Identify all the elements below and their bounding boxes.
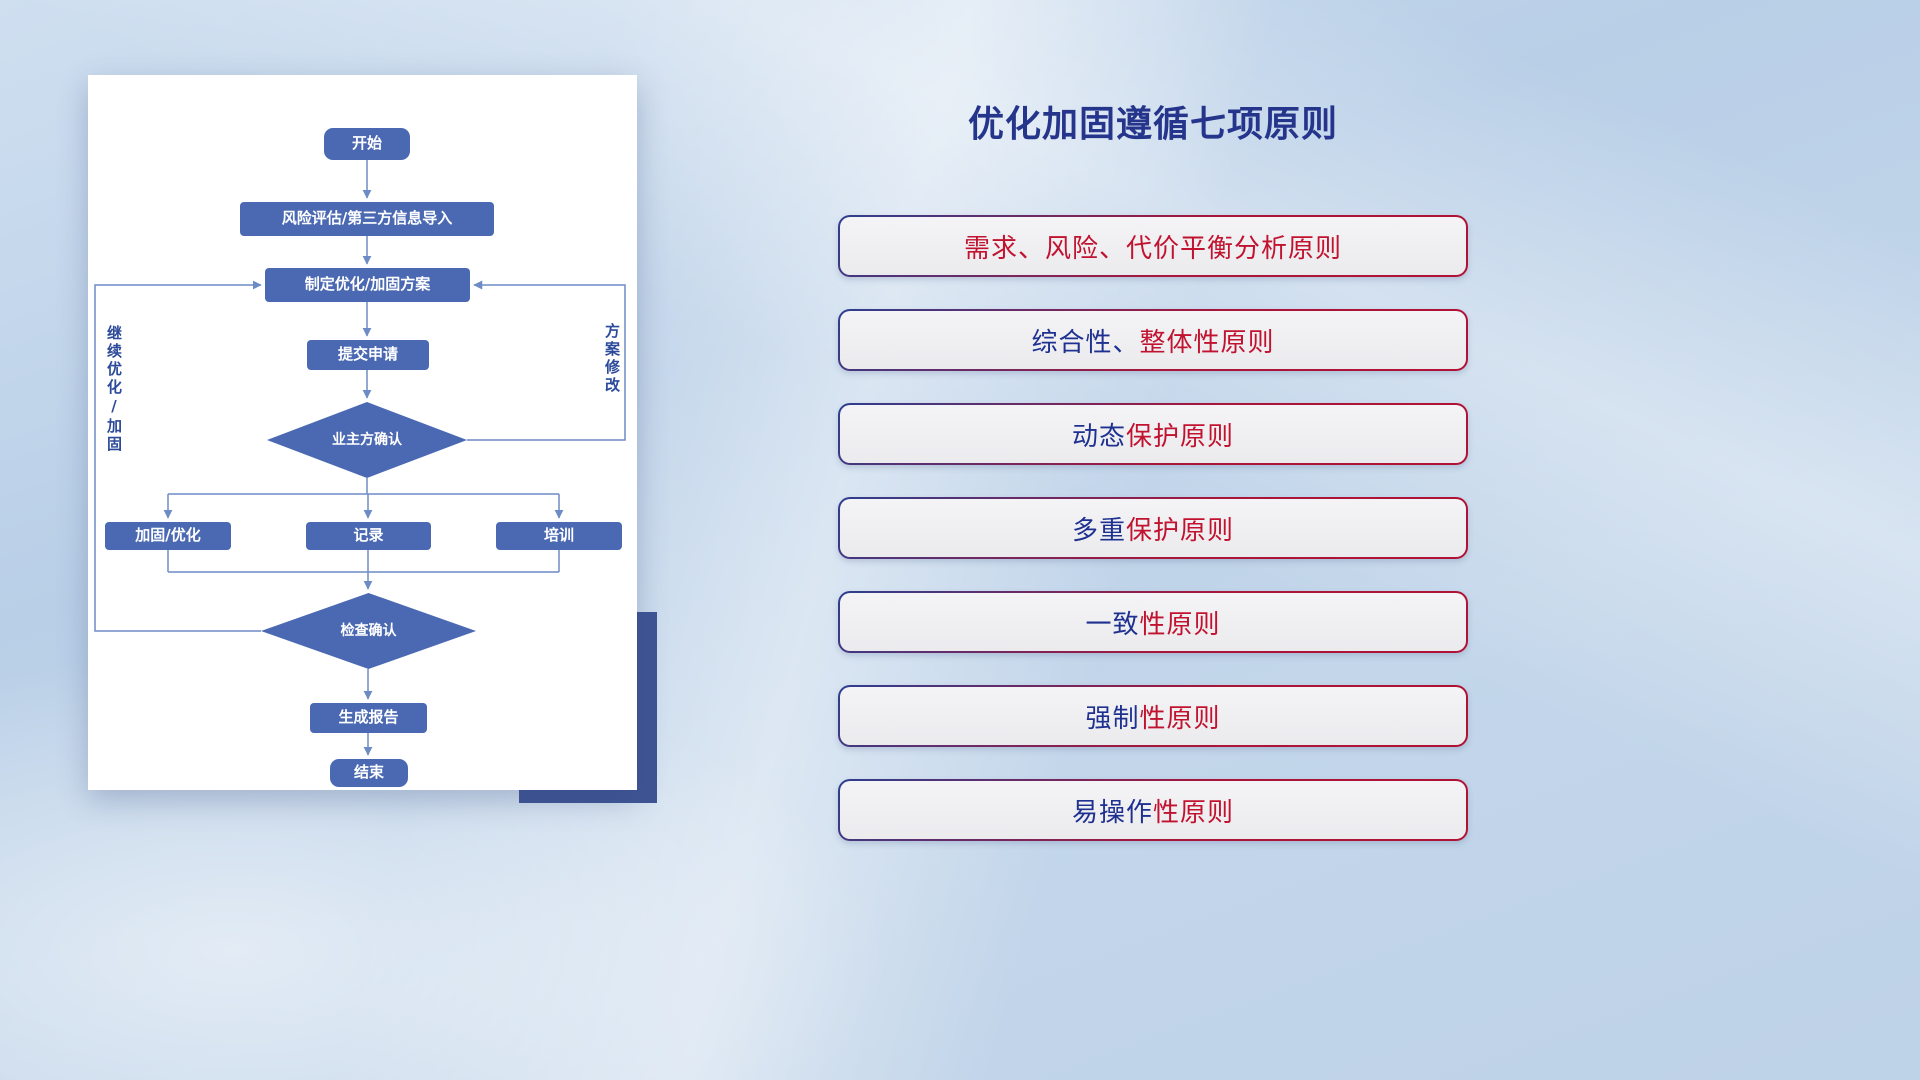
principles-panel: 优化加固遵循七项原则 需求、风险、代价平衡分析原则 综合性、整体性原则 动态保护…	[838, 95, 1468, 841]
principle-text-blue: 综合性、	[1031, 327, 1140, 358]
principle-text-blue: 一致	[1085, 609, 1140, 640]
principle-item-6: 强制性原则	[838, 685, 1468, 747]
principle-item-2: 综合性、整体性原则	[838, 309, 1468, 371]
principle-text-red: 保护原则	[1126, 515, 1235, 546]
principle-text-blue: 多重	[1071, 515, 1126, 546]
principle-text-red: 保护原则	[1126, 421, 1235, 452]
loop-label-plan-modify: 方案修改	[603, 323, 621, 395]
principle-text-red: 性原则	[1139, 609, 1221, 640]
principle-text-blue: 动态	[1071, 421, 1126, 452]
principle-text-red: 整体性原则	[1139, 327, 1275, 358]
principle-item-4: 多重保护原则	[838, 497, 1468, 559]
flowchart-card: 开始 风险评估/第三方信息导入 制定优化/加固方案 提交申请 业主方确认 加固/…	[88, 75, 637, 790]
principle-item-3: 动态保护原则	[838, 403, 1468, 465]
principles-list: 需求、风险、代价平衡分析原则 综合性、整体性原则 动态保护原则 多重保护原则 一…	[838, 215, 1468, 841]
principle-item-5: 一致性原则	[838, 591, 1468, 653]
flow-node-training: 培训	[496, 522, 622, 550]
principle-item-7: 易操作性原则	[838, 779, 1468, 841]
flow-node-make-plan: 制定优化/加固方案	[265, 268, 470, 302]
principle-text-blue: 易操作	[1071, 797, 1153, 828]
flow-node-end: 结束	[330, 759, 408, 787]
flow-node-risk-assessment: 风险评估/第三方信息导入	[240, 202, 494, 236]
flowchart-connectors	[94, 160, 626, 756]
principle-text-red: 性原则	[1153, 797, 1235, 828]
loop-label-continue-optimize: 继续优化/加固	[105, 325, 123, 454]
page-title: 优化加固遵循七项原则	[967, 104, 1338, 145]
flow-node-submit-application: 提交申请	[307, 340, 429, 370]
principle-text-red: 需求、风险、代价平衡分析原则	[963, 233, 1342, 264]
flow-node-harden-optimize: 加固/优化	[105, 522, 231, 550]
principle-text-red: 性原则	[1139, 703, 1221, 734]
flow-node-generate-report: 生成报告	[310, 703, 427, 733]
flow-node-record: 记录	[306, 522, 431, 550]
principle-text-blue: 强制	[1085, 703, 1140, 734]
flow-node-start: 开始	[324, 128, 410, 160]
principle-item-1: 需求、风险、代价平衡分析原则	[838, 215, 1468, 277]
